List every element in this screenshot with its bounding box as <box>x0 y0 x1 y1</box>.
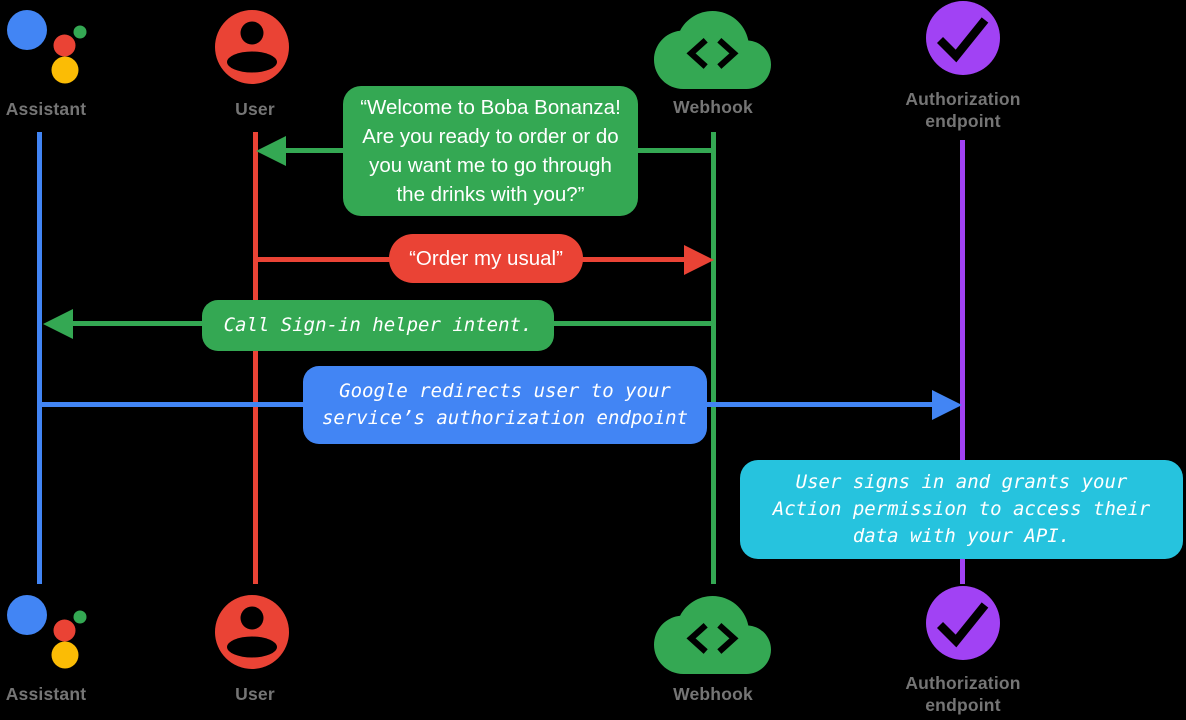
assistant-lifeline <box>37 132 42 584</box>
user-icon-top <box>215 10 289 84</box>
webhook-label-top: Webhook <box>673 97 753 117</box>
authorization-check-icon-top <box>926 1 1000 75</box>
welcome-arrowhead <box>256 136 286 166</box>
user-lifeline <box>253 132 258 584</box>
redirect-arrowhead <box>932 390 962 420</box>
user-label-top: User <box>235 99 275 119</box>
authorization-label-top: Authorization endpoint <box>905 89 1021 131</box>
webhook-label-bottom: Webhook <box>673 684 753 704</box>
welcome-message-bubble: “Welcome to Boba Bonanza! Are you ready … <box>343 86 638 216</box>
order-message-bubble: “Order my usual” <box>389 234 583 283</box>
google-assistant-icon <box>7 10 87 84</box>
signin-arrowhead <box>43 309 73 339</box>
authorization-check-icon-bottom <box>926 586 1000 660</box>
redirect-message-bubble: Google redirects user to your service’s … <box>303 366 707 444</box>
google-assistant-icon-bottom <box>7 595 87 669</box>
signin-message-bubble: Call Sign-in helper intent. <box>202 300 554 351</box>
user-icon-bottom <box>215 595 289 669</box>
assistant-label-bottom: Assistant <box>5 684 87 704</box>
assistant-label-top: Assistant <box>5 99 87 119</box>
authorization-label-bottom: Authorization endpoint <box>905 673 1021 715</box>
webhook-cloud-icon-top <box>654 11 771 89</box>
webhook-cloud-icon-bottom <box>654 596 771 674</box>
order-arrowhead <box>684 245 714 275</box>
user-label-bottom: User <box>235 684 275 704</box>
webhook-lifeline <box>711 132 716 584</box>
authorization-lifeline <box>960 140 965 584</box>
signin-note-bubble: User signs in and grants your Action per… <box>740 460 1183 559</box>
